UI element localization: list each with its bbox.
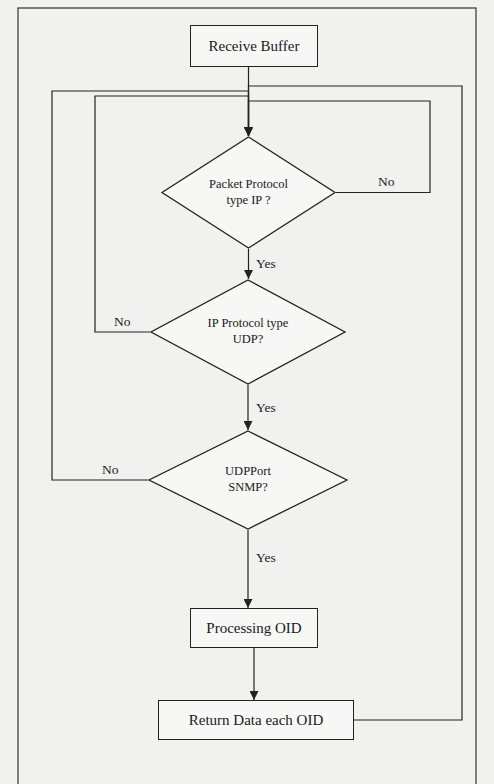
flow-arrow (253, 648, 254, 700)
text-group: IP Protocol type UDP? (204, 316, 292, 347)
edge-label: No (112, 314, 133, 330)
node-text: Receive Buffer (209, 37, 300, 56)
diamond-shape (151, 280, 345, 384)
flow-arrow (248, 249, 249, 279)
decision-diamond: IP Protocol type UDP? (150, 279, 346, 385)
process-box: Return Data each OID (158, 700, 354, 740)
edge-label: No (376, 174, 397, 190)
text-group: Packet Protocol type IP ? (199, 177, 299, 208)
node-text: Packet Protocol type IP ? (199, 177, 299, 208)
text-group: UDPPort SNMP? (213, 464, 283, 495)
text-group: Return Data each OID (189, 711, 324, 730)
edge-label: Yes (254, 256, 278, 272)
process-box: Receive Buffer (190, 25, 318, 67)
diamond-shape (149, 431, 347, 529)
diamond-shape (162, 137, 335, 248)
node-text: Processing OID (206, 619, 301, 638)
edge-label: No (100, 462, 121, 478)
text-group: Processing OID (206, 619, 301, 638)
frame-border (18, 8, 476, 784)
process-box: Processing OID (190, 608, 318, 648)
node-text: IP Protocol type UDP? (204, 316, 292, 347)
flow-arrow (247, 530, 248, 608)
decision-diamond: Packet Protocol type IP ? (161, 136, 336, 249)
flow-arrow (52, 91, 249, 480)
decision-diamond: UDPPort SNMP? (148, 430, 348, 530)
text-group: Receive Buffer (209, 37, 300, 56)
node-text: UDPPort SNMP? (213, 464, 283, 495)
node-text: Return Data each OID (189, 711, 324, 730)
edge-label: Yes (254, 400, 278, 416)
edge-label: Yes (254, 550, 278, 566)
flow-arrow (247, 385, 248, 430)
